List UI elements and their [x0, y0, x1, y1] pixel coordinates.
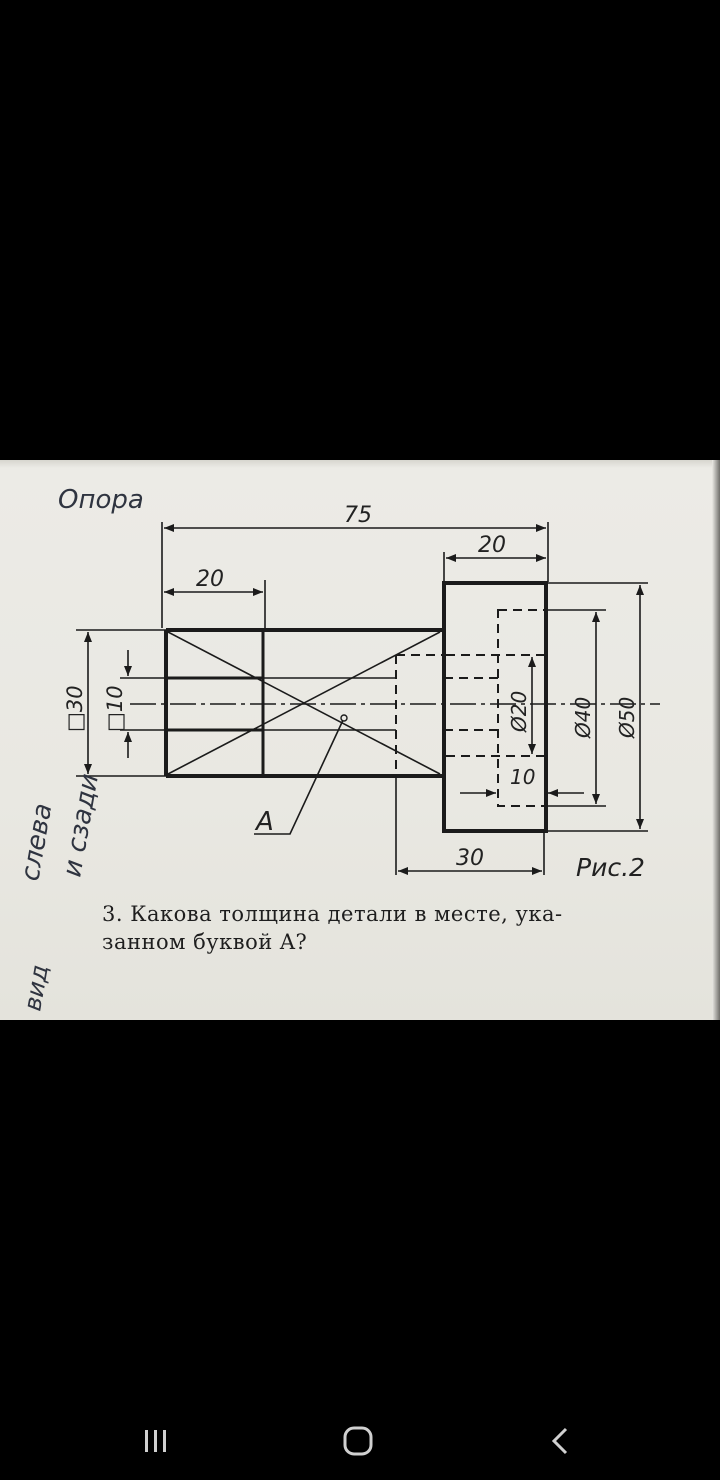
margin-note-3: вид [18, 963, 54, 1014]
paper-fold [0, 460, 720, 468]
dim-square-30: □30 [63, 685, 87, 732]
back-button[interactable] [530, 1422, 590, 1462]
flange-outline [442, 581, 548, 833]
navigation-bar [0, 1400, 720, 1480]
back-icon [551, 1427, 568, 1455]
home-icon [343, 1426, 373, 1456]
dim-75: 75 [344, 503, 372, 528]
dim-20-left: 20 [196, 567, 224, 592]
dim-30-hole: 30 [456, 846, 484, 871]
question-text: 3. Какова толщина детали в месте, ука- з… [102, 900, 702, 956]
question-line-2: занном буквой A? [102, 930, 308, 954]
technical-drawing: Опора [15, 485, 660, 1014]
paper-edge [712, 460, 720, 1020]
drawing-title: Опора [58, 485, 144, 515]
question-line-1: 3. Какова толщина детали в месте, ука- [102, 902, 563, 926]
recent-apps-icon [145, 1430, 166, 1452]
flat-diagonal-2 [167, 631, 441, 775]
dim-dia-20: Ø20 [507, 691, 531, 733]
dim-20-flange: 20 [478, 533, 506, 558]
figure-label: Рис.2 [576, 853, 645, 882]
dim-square-10: □10 [103, 685, 127, 732]
hidden-lines [395, 609, 547, 807]
dim-dia-40: Ø40 [571, 697, 595, 739]
textbook-photo: Опора [0, 460, 720, 1020]
home-button[interactable] [328, 1422, 388, 1462]
point-a-marker [340, 714, 348, 722]
dim-dia-50: Ø50 [615, 697, 639, 739]
margin-note-2: и сзади [57, 771, 105, 879]
margin-note-1: слева [15, 801, 58, 883]
dimension-lines [76, 522, 648, 875]
point-a-label: A [254, 807, 274, 837]
recent-apps-button[interactable] [126, 1422, 186, 1462]
part-outline [164, 581, 548, 833]
dim-10-depth: 10 [510, 765, 535, 789]
